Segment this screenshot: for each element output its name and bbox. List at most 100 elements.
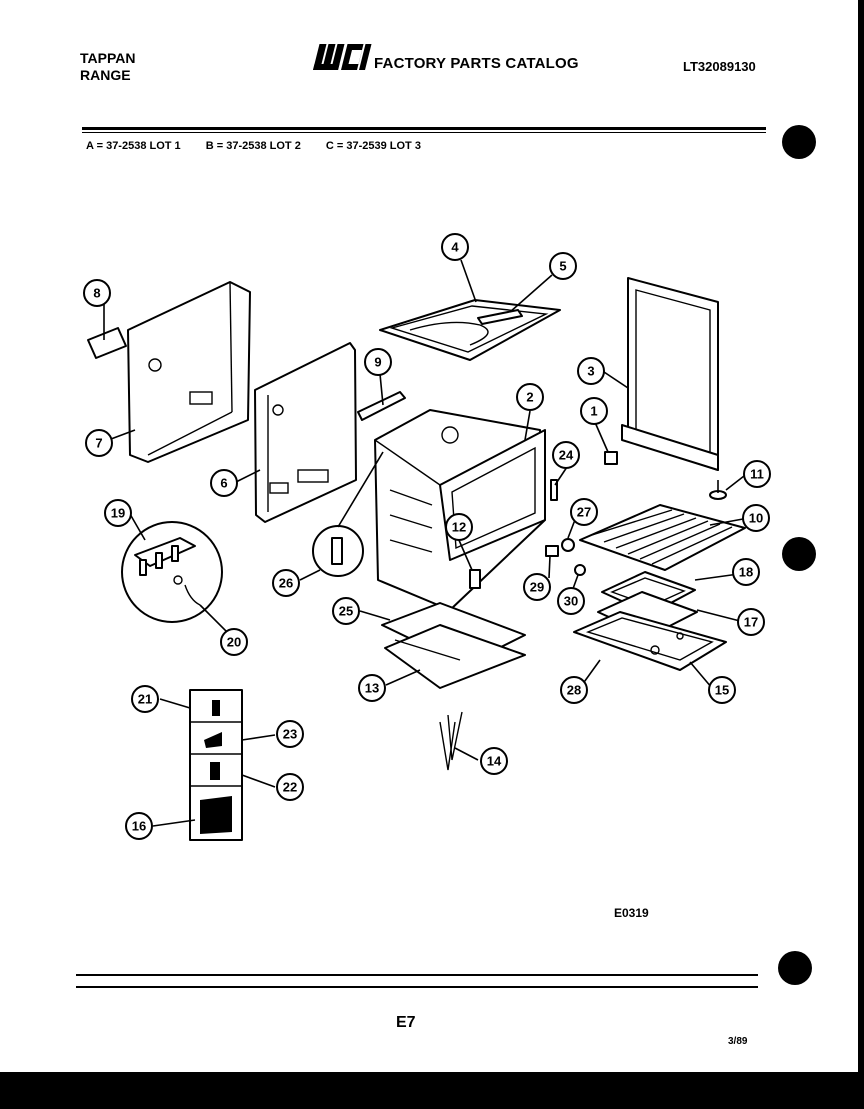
page-number: E7 <box>396 1014 416 1031</box>
part-12 <box>469 569 481 589</box>
callout-1: 1 <box>580 397 608 425</box>
callout-23: 23 <box>276 720 304 748</box>
svg-text:6: 6 <box>220 476 227 491</box>
svg-text:22: 22 <box>283 780 297 795</box>
part-27 <box>561 538 575 552</box>
callout-14: 14 <box>480 747 508 775</box>
diagram-code: E0319 <box>614 906 649 920</box>
svg-text:26: 26 <box>279 576 293 591</box>
callout-9: 9 <box>364 348 392 376</box>
svg-text:7: 7 <box>95 436 102 451</box>
binder-hole-bottom <box>778 951 812 985</box>
callout-29: 29 <box>523 573 551 601</box>
callout-13: 13 <box>358 674 386 702</box>
part-5 <box>477 309 523 325</box>
callout-25: 25 <box>332 597 360 625</box>
svg-text:5: 5 <box>559 259 566 274</box>
brand-block: TAPPAN RANGE <box>80 50 135 84</box>
callout-7: 7 <box>85 429 113 457</box>
svg-text:10: 10 <box>749 511 763 526</box>
callout-8: 8 <box>83 279 111 307</box>
lot-b: B = 37-2538 LOT 2 <box>205 140 301 152</box>
callout-28: 28 <box>560 676 588 704</box>
part-back-panel <box>127 281 251 463</box>
part-29 <box>545 545 559 557</box>
svg-text:27: 27 <box>577 505 591 520</box>
callout-12: 12 <box>445 513 473 541</box>
svg-text:30: 30 <box>564 594 578 609</box>
callout-17: 17 <box>737 608 765 636</box>
svg-text:18: 18 <box>739 565 753 580</box>
svg-text:19: 19 <box>111 506 125 521</box>
callout-24: 24 <box>552 441 580 469</box>
svg-text:17: 17 <box>744 615 758 630</box>
svg-text:3: 3 <box>587 364 594 379</box>
part-oven-body <box>374 409 546 611</box>
callout-21: 21 <box>131 685 159 713</box>
callout-5: 5 <box>549 252 577 280</box>
part-24 <box>550 479 558 501</box>
callout-4: 4 <box>441 233 469 261</box>
callout-6: 6 <box>210 469 238 497</box>
svg-text:24: 24 <box>559 448 574 463</box>
part-top-panel <box>379 299 561 361</box>
header-rule <box>82 127 766 130</box>
part-8 <box>87 327 127 359</box>
svg-text:8: 8 <box>93 286 100 301</box>
part-30 <box>574 564 586 576</box>
part-oven-rack <box>579 504 746 571</box>
svg-text:23: 23 <box>283 727 297 742</box>
part-oven-door <box>573 611 727 671</box>
callout-2: 2 <box>516 383 544 411</box>
svg-text:4: 4 <box>451 240 459 255</box>
callout-19: 19 <box>104 499 132 527</box>
lot-a: A = 37-2538 LOT 1 <box>86 140 181 152</box>
svg-text:14: 14 <box>487 754 502 769</box>
svg-text:29: 29 <box>530 580 544 595</box>
revision-date: 3/89 <box>728 1036 748 1047</box>
lot-c: C = 37-2539 LOT 3 <box>325 140 421 152</box>
footer-rule-thin <box>76 986 758 988</box>
binder-hole-top <box>782 125 816 159</box>
svg-text:21: 21 <box>138 692 152 707</box>
callout-30: 30 <box>557 587 585 615</box>
svg-text:9: 9 <box>374 355 381 370</box>
svg-text:25: 25 <box>339 604 353 619</box>
part-11 <box>709 480 727 500</box>
svg-text:15: 15 <box>715 683 729 698</box>
callout-11: 11 <box>743 460 771 488</box>
svg-text:11: 11 <box>750 467 764 482</box>
callout-15: 15 <box>708 676 736 704</box>
svg-text:2: 2 <box>526 390 533 405</box>
wci-logo <box>312 42 374 79</box>
svg-text:20: 20 <box>227 635 241 650</box>
catalog-title: FACTORY PARTS CATALOG <box>374 55 579 72</box>
part-26-inset <box>312 525 364 577</box>
footer-rule <box>76 974 758 976</box>
svg-text:1: 1 <box>590 404 597 419</box>
svg-text:12: 12 <box>452 520 466 535</box>
part-9 <box>357 391 406 421</box>
part-inner-back <box>254 342 357 523</box>
callout-16: 16 <box>125 812 153 840</box>
catalog-number: LT32089130 <box>683 59 756 74</box>
callout-18: 18 <box>732 558 760 586</box>
header-rule-thin <box>82 132 766 133</box>
callout-20: 20 <box>220 628 248 656</box>
callout-10: 10 <box>742 504 770 532</box>
part-oven-bottom <box>381 602 526 689</box>
product-type: RANGE <box>80 67 131 83</box>
part-14 <box>439 711 463 771</box>
binder-hole-middle <box>782 537 816 571</box>
part-19-20-inset <box>121 521 223 623</box>
callout-27: 27 <box>570 498 598 526</box>
svg-text:13: 13 <box>365 681 379 696</box>
svg-text:28: 28 <box>567 683 581 698</box>
svg-text:16: 16 <box>132 819 146 834</box>
brand-name: TAPPAN <box>80 50 136 66</box>
callout-26: 26 <box>272 569 300 597</box>
part-1 <box>604 451 618 465</box>
part-door-frame <box>621 277 719 471</box>
